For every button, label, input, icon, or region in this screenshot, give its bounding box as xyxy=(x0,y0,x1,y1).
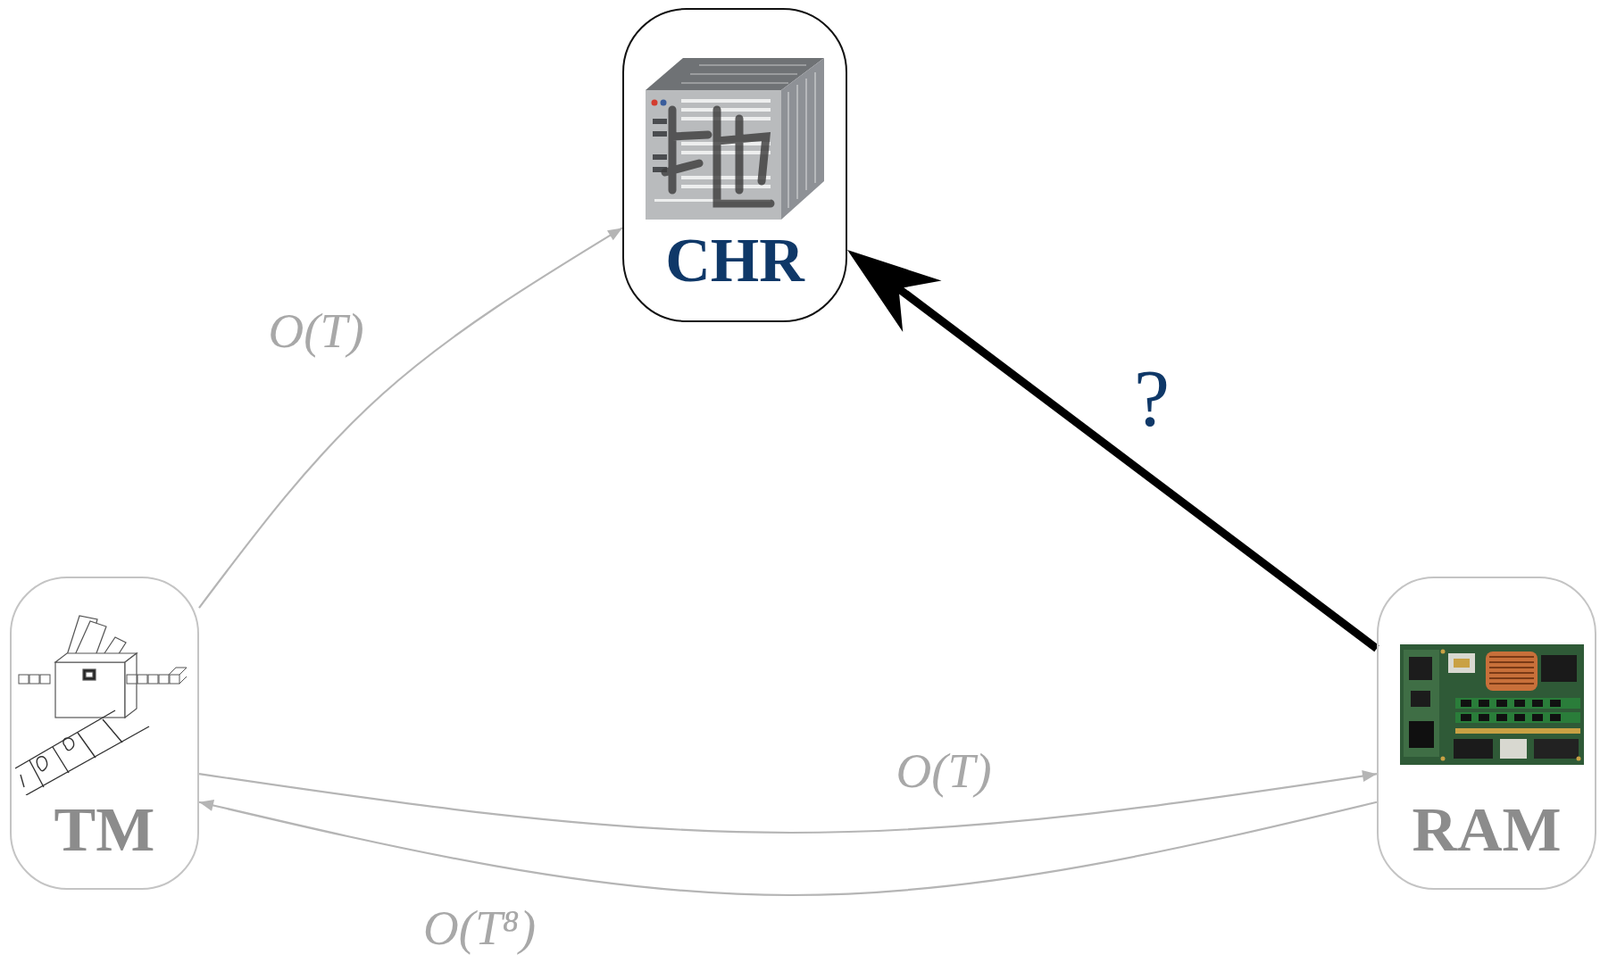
motherboard-picture-part xyxy=(1455,698,1581,709)
motherboard-picture-part xyxy=(1489,657,1534,684)
cube-illustration-part xyxy=(652,154,667,160)
cube-illustration-part xyxy=(654,99,771,202)
motherboard-picture-part xyxy=(1532,700,1543,708)
turing-machine-sketch-part xyxy=(85,672,93,678)
connector-arrow xyxy=(199,774,1377,834)
turing-machine-sketch-part xyxy=(29,719,123,788)
cube-illustration-part xyxy=(665,109,771,204)
turing-machine-sketch-part xyxy=(158,675,169,684)
complexity-label: O(T⁸) xyxy=(419,901,540,957)
motherboard-picture-part xyxy=(1478,714,1490,722)
turing-machine-sketch-part xyxy=(148,675,159,684)
complexity-label: O(T) xyxy=(265,304,368,359)
turing-machine-sketch-part xyxy=(168,667,187,684)
motherboard-picture-part xyxy=(1441,757,1446,762)
cube-illustration-part xyxy=(645,90,782,220)
turing-machine-sketch-part xyxy=(126,675,137,684)
motherboard-picture-part xyxy=(1514,700,1525,708)
motherboard-picture-part xyxy=(1408,657,1433,681)
cube-illustration-part xyxy=(652,118,667,173)
turing-machine-sketch-part xyxy=(29,675,40,684)
cube-illustration-part xyxy=(681,65,807,84)
motherboard-picture-part xyxy=(1460,714,1472,722)
model-name: RAM xyxy=(1411,799,1561,862)
motherboard-picture-part xyxy=(1489,657,1534,684)
cube-illustration-part xyxy=(681,184,771,189)
motherboard-picture-part xyxy=(1453,658,1470,668)
cube-illustration-part xyxy=(681,99,771,103)
motherboard-picture-part xyxy=(1541,655,1577,683)
cube-illustration-part xyxy=(651,100,659,107)
connector-arrow xyxy=(199,802,1377,896)
cube-illustration-part xyxy=(681,150,771,155)
motherboard-picture-part xyxy=(1455,728,1581,734)
model-box: TM xyxy=(9,576,200,891)
motherboard-picture-part xyxy=(1441,650,1446,655)
cube-illustration-part xyxy=(781,58,825,220)
motherboard-picture-part xyxy=(1532,714,1543,722)
complexity-label: O(T) xyxy=(892,744,996,800)
cube-illustration-part xyxy=(651,100,659,107)
turing-machine-sketch-part xyxy=(36,738,74,772)
turing-machine-sketch-part xyxy=(20,775,25,788)
model-box: CHR xyxy=(622,8,848,323)
motherboard-picture-part xyxy=(1496,714,1508,722)
motherboard-picture-part xyxy=(1460,700,1472,708)
motherboard-picture-part xyxy=(1410,691,1431,708)
motherboard-picture-part xyxy=(1514,714,1525,722)
motherboard-picture-part xyxy=(1478,700,1490,708)
model-name: TM xyxy=(54,799,156,862)
motherboard-picture-part xyxy=(1460,700,1561,722)
turing-machine-sketch-part xyxy=(25,726,150,796)
motherboard-picture-part xyxy=(1550,700,1561,708)
turing-machine-sketch-part xyxy=(15,710,150,796)
motherboard-picture-part xyxy=(1441,650,1582,762)
turing-machine-sketch-part xyxy=(137,675,148,684)
model-name: CHR xyxy=(665,229,805,292)
motherboard-picture-part xyxy=(1576,757,1582,762)
turing-machine-sketch-part xyxy=(125,653,137,718)
turing-machine-sketch-part xyxy=(18,675,29,684)
cube-illustration-part xyxy=(788,72,816,209)
cube-illustration-part xyxy=(660,100,667,107)
motherboard-picture-part xyxy=(1403,650,1440,758)
motherboard-picture-part xyxy=(1533,739,1579,759)
motherboard-picture-part xyxy=(1485,651,1538,692)
motherboard-picture-part xyxy=(1550,714,1561,722)
motherboard-picture-part xyxy=(1500,739,1527,759)
model-box: RAM xyxy=(1376,576,1597,891)
cube-illustration-part xyxy=(652,131,667,137)
complexity-label: ? xyxy=(1130,354,1174,443)
cube-illustration-part xyxy=(681,175,771,180)
motherboard-picture xyxy=(1400,644,1584,766)
turing-machine-sketch-part xyxy=(55,662,125,718)
turing-machine-sketch-part xyxy=(83,669,96,681)
cube-illustration-part xyxy=(681,116,771,121)
turing-machine-sketch-part xyxy=(55,653,137,663)
turing-machine-sketch-part xyxy=(15,710,116,769)
turing-machine-sketch xyxy=(15,612,189,796)
connector-arrow xyxy=(199,227,623,609)
cube-illustration-part xyxy=(652,118,667,125)
cube-illustration-part xyxy=(716,109,771,204)
motherboard-picture-part xyxy=(1400,644,1584,766)
connector-arrow xyxy=(890,282,1377,650)
turing-machine-sketch-part xyxy=(55,616,137,718)
cube-illustration-part xyxy=(681,65,816,209)
turing-machine-sketch-part xyxy=(40,675,50,684)
motherboard-picture-part xyxy=(1455,712,1581,724)
turing-machine-sketch-part xyxy=(18,667,187,684)
cube-illustration xyxy=(645,56,825,220)
turing-machine-sketch-part xyxy=(169,675,180,684)
cube-illustration-part xyxy=(681,108,771,112)
motherboard-picture-part xyxy=(1448,653,1475,674)
cube-illustration-part xyxy=(660,100,667,107)
cube-illustration-part xyxy=(665,109,709,191)
motherboard-picture-part xyxy=(1453,739,1493,759)
motherboard-picture-part xyxy=(1408,721,1434,749)
motherboard-picture-part xyxy=(1496,700,1508,708)
